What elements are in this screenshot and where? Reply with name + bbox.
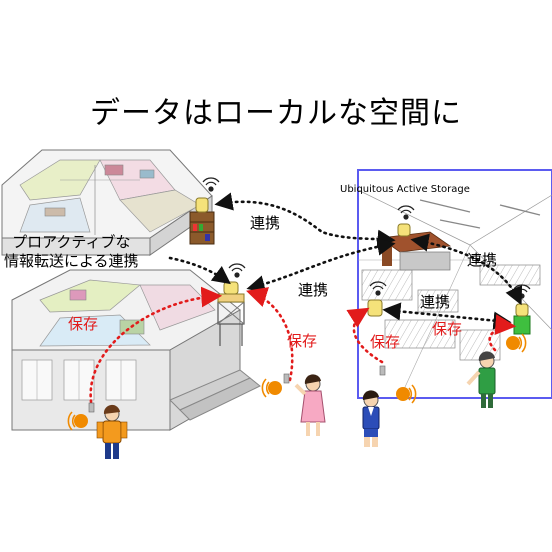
- hozon-label-2: 保存: [287, 332, 318, 350]
- renkei-label-lower: 連携: [298, 281, 329, 299]
- phone-signal-icon: [67, 402, 95, 431]
- storage-node-icon: [189, 197, 215, 245]
- store-illustration: [357, 169, 552, 399]
- storage-node-icon: [513, 303, 531, 335]
- link-arrow-house-store-upper: [214, 192, 396, 248]
- wireless-icon: [397, 205, 415, 220]
- person-icon: [96, 404, 128, 459]
- renkei-label-store-right: 連携: [467, 251, 498, 269]
- person-icon: [362, 390, 380, 447]
- link-arrow-store-middle-green: [382, 302, 512, 330]
- link-arrow-house-store-lower: [246, 237, 396, 294]
- person-icon: [294, 374, 326, 436]
- save-arrow-person2: [246, 287, 294, 382]
- storage-node-icon: [397, 223, 411, 237]
- house-illustration: [1, 149, 261, 431]
- phone-signal-icon: [261, 373, 290, 398]
- wireless-icon: [228, 263, 246, 278]
- proactive-label: プロアクティブな 情報転送による連携: [4, 233, 139, 270]
- wireless-icon: [202, 177, 220, 192]
- hozon-label-4: 保存: [432, 320, 463, 338]
- person-icon: [466, 351, 496, 408]
- save-arrow-person4: [488, 314, 517, 352]
- renkei-label-store-middle: 連携: [420, 293, 451, 311]
- hozon-label-1: 保存: [68, 315, 99, 333]
- link-arrow-store-desk-green: [410, 233, 523, 306]
- renkei-label-upper: 連携: [250, 214, 281, 232]
- save-arrow-person3: [346, 307, 384, 364]
- page-title: データはローカルな空間に: [90, 96, 462, 131]
- link-arrow-proactive: [168, 256, 231, 285]
- phone-signal-icon: [379, 365, 417, 404]
- uas-label: Ubiquitous Active Storage: [340, 184, 470, 195]
- hozon-label-3: 保存: [370, 333, 401, 351]
- save-arrow-person1: [89, 286, 223, 410]
- storage-node-icon: [367, 299, 383, 317]
- phone-signal-icon: [506, 333, 527, 353]
